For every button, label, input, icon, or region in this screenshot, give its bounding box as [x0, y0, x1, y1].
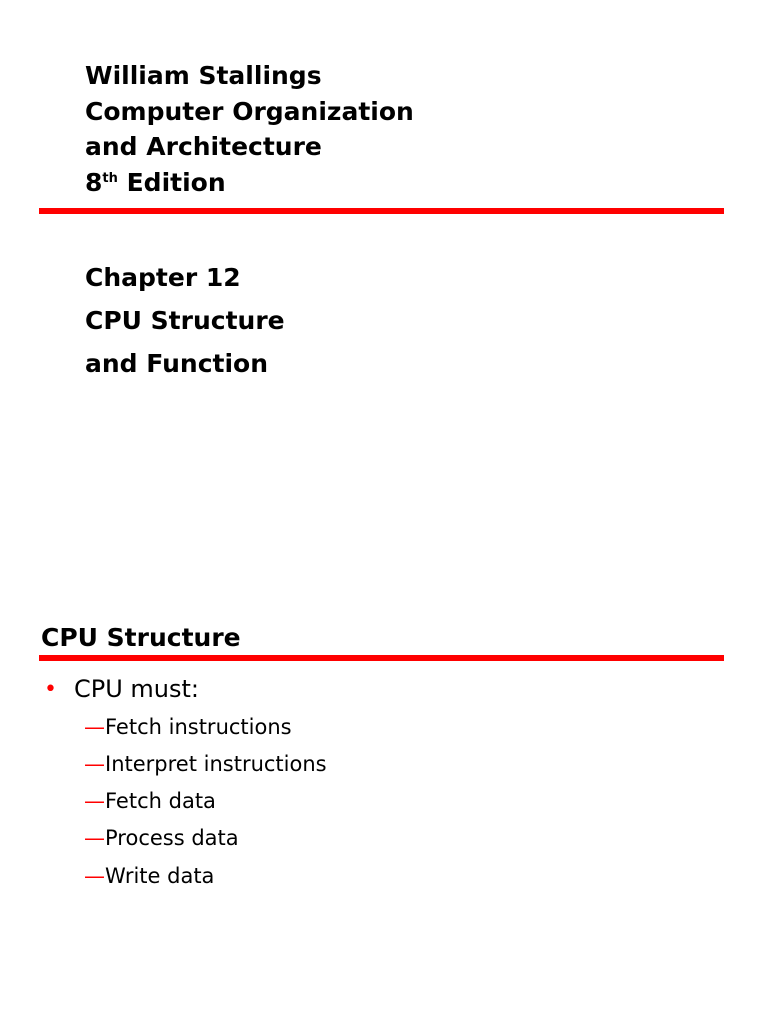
title-slide: William Stallings Computer Organization …	[39, 58, 724, 385]
chapter-number: Chapter 12	[85, 263, 241, 292]
book-title-line: Computer Organization	[85, 96, 414, 126]
sub-bullet-list: —Fetch instructions —Interpret instructi…	[84, 708, 327, 894]
chapter-name-line: and Function	[85, 349, 269, 378]
chapter-title: Chapter 12 CPU Structure and Function	[85, 256, 285, 385]
sub-bullet-text: Process data	[105, 826, 239, 851]
sub-bullet-text: Interpret instructions	[105, 751, 327, 776]
dash-marker: —	[84, 714, 105, 739]
book-title: William Stallings Computer Organization …	[85, 58, 414, 200]
bullet-text: CPU must:	[74, 675, 200, 703]
dash-marker: —	[84, 826, 105, 851]
dash-marker: —	[84, 751, 105, 776]
bullet-list: • CPU must:	[44, 671, 199, 707]
dash-marker: —	[84, 863, 105, 888]
sub-bullet-text: Fetch instructions	[105, 714, 292, 739]
edition-suffix: th	[102, 170, 118, 186]
sub-bullet-item: —Fetch data	[84, 783, 327, 820]
book-edition: 8th Edition	[85, 165, 414, 201]
book-author: William Stallings	[85, 61, 322, 90]
sub-bullet-text: Write data	[105, 863, 215, 888]
dash-marker: —	[84, 789, 105, 814]
sub-bullet-item: —Write data	[84, 857, 327, 894]
edition-number: 8	[85, 167, 103, 197]
bullet-item: • CPU must:	[44, 671, 199, 707]
sub-bullet-item: —Process data	[84, 820, 327, 857]
title-divider	[39, 208, 724, 214]
sub-bullet-text: Fetch data	[105, 789, 216, 814]
chapter-name-line: CPU Structure	[85, 306, 285, 335]
bullet-marker: •	[44, 676, 57, 702]
slide-title: CPU Structure	[41, 623, 241, 652]
content-slide: CPU Structure • CPU must: —Fetch instruc…	[0, 560, 768, 1024]
sub-bullet-item: —Interpret instructions	[84, 745, 327, 782]
book-title-line: and Architecture	[85, 132, 322, 161]
edition-word: Edition	[126, 167, 226, 197]
sub-bullet-item: —Fetch instructions	[84, 708, 327, 745]
title-divider	[39, 655, 724, 661]
